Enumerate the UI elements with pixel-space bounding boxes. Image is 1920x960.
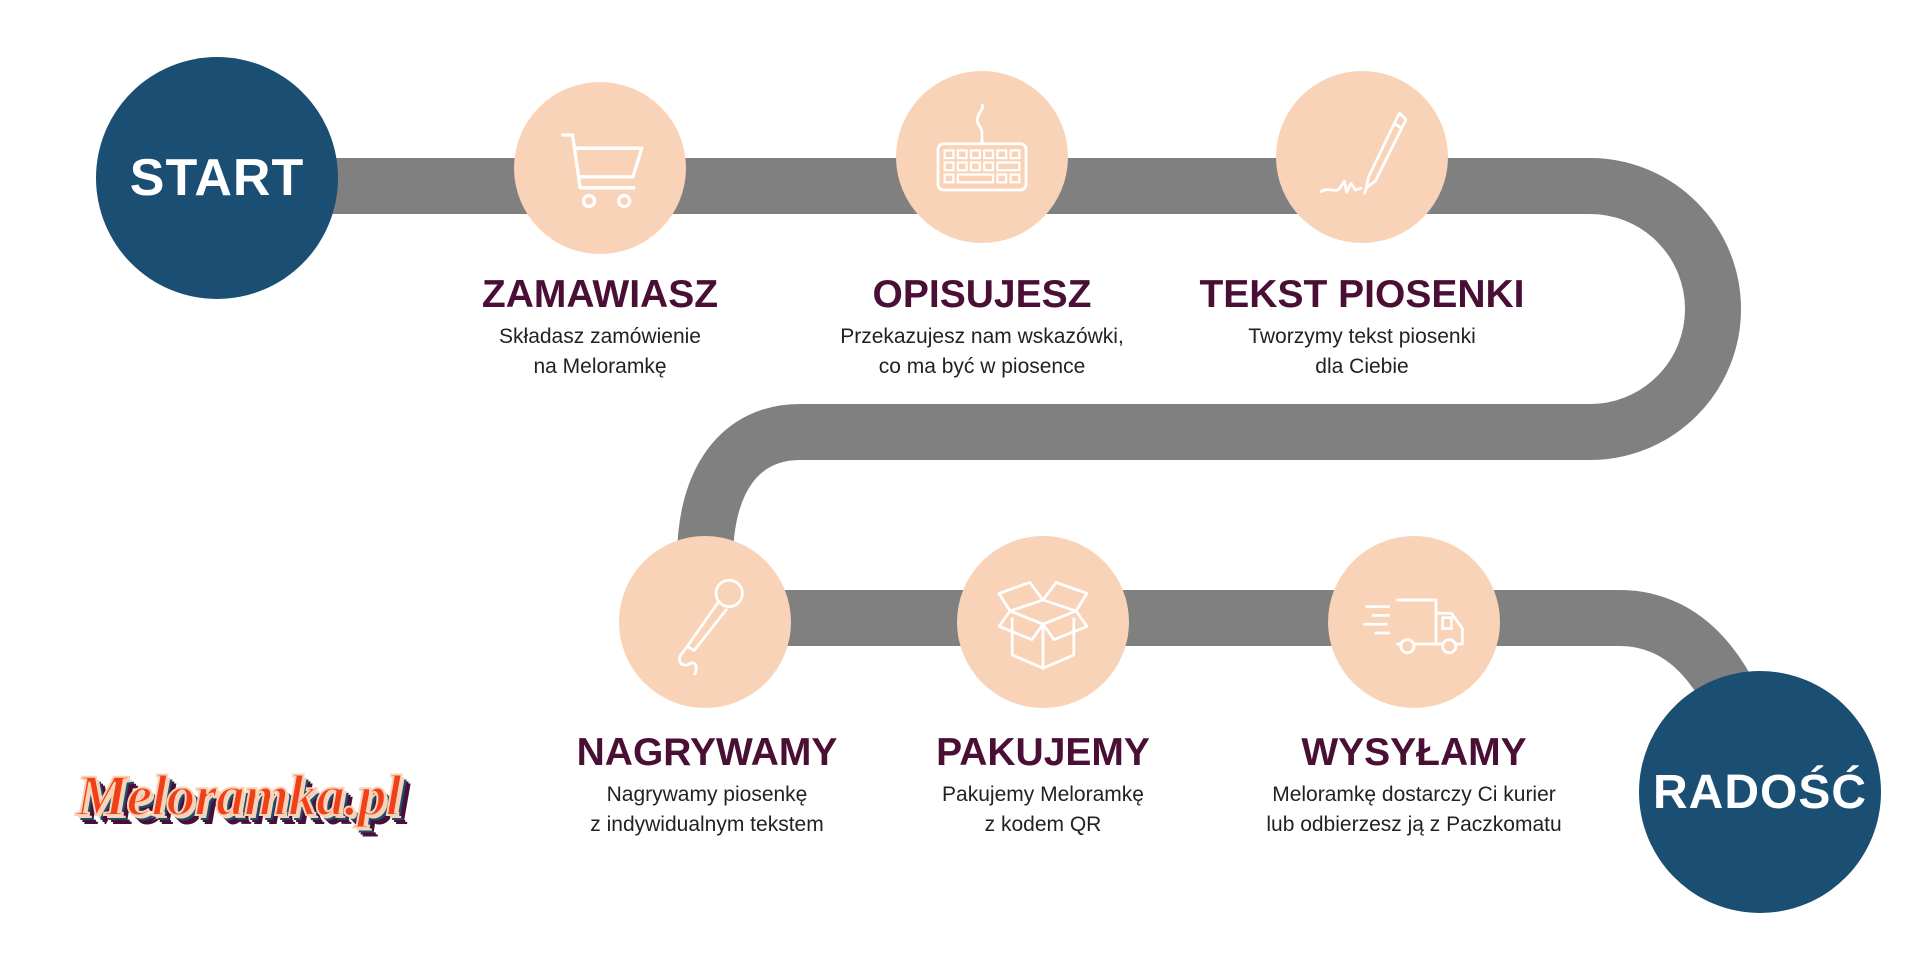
step-desc-line: Składasz zamówienie xyxy=(499,325,701,348)
step-desc-line: Meloramkę dostarczy Ci kurier xyxy=(1272,783,1556,806)
step-desc-line: na Meloramkę xyxy=(533,355,667,378)
step-lyrics: TEKST PIOSENKI Tworzymy tekst piosenki d… xyxy=(1152,272,1572,382)
step-circle-order xyxy=(514,82,686,254)
step-desc-line: Nagrywamy piosenkę xyxy=(606,783,808,806)
step-desc-line: lub odbierzesz ją z Paczkomatu xyxy=(1266,813,1562,836)
box-icon xyxy=(997,581,1089,670)
start-circle: START xyxy=(96,57,338,299)
step-order: ZAMAWIASZ Składasz zamówienie na Meloram… xyxy=(390,272,810,382)
step-circle-lyrics xyxy=(1276,71,1448,243)
step-circle-pack xyxy=(957,536,1129,708)
step-desc-line: dla Ciebie xyxy=(1315,355,1409,378)
keyboard-icon xyxy=(936,103,1028,192)
microphone-icon xyxy=(678,578,744,676)
start-label: START xyxy=(129,149,305,207)
step-pack: PAKUJEMY Pakujemy Meloramkę z kodem QR xyxy=(833,730,1253,840)
pen-icon xyxy=(1319,111,1408,195)
end-label: RADOŚĆ xyxy=(1652,765,1867,819)
step-title: PAKUJEMY xyxy=(936,731,1150,774)
logo: Meloramka.pl xyxy=(75,762,403,829)
step-record: NAGRYWAMY Nagrywamy piosenkę z indywidua… xyxy=(497,730,917,840)
step-ship: WYSYŁAMY Meloramkę dostarczy Ci kurier l… xyxy=(1204,730,1624,840)
cart-icon xyxy=(561,133,644,209)
step-desc-line: z indywidualnym tekstem xyxy=(590,813,824,836)
step-describe: OPISUJESZ Przekazujesz nam wskazówki, co… xyxy=(772,272,1192,382)
truck-icon xyxy=(1363,598,1464,655)
step-desc-line: Pakujemy Meloramkę xyxy=(942,783,1144,806)
step-title: NAGRYWAMY xyxy=(576,731,838,774)
step-desc-line: Przekazujesz nam wskazówki, xyxy=(840,325,1124,348)
step-circle-describe xyxy=(896,71,1068,243)
end-circle: RADOŚĆ xyxy=(1639,671,1881,913)
step-title: ZAMAWIASZ xyxy=(481,273,719,316)
step-title: OPISUJESZ xyxy=(872,273,1092,316)
step-title: WYSYŁAMY xyxy=(1301,731,1527,774)
step-desc-line: Tworzymy tekst piosenki xyxy=(1248,325,1476,348)
step-desc-line: z kodem QR xyxy=(984,813,1102,836)
step-circle-ship xyxy=(1328,536,1500,708)
step-circle-record xyxy=(619,536,791,708)
step-title: TEKST PIOSENKI xyxy=(1199,273,1525,316)
step-desc-line: co ma być w piosence xyxy=(878,355,1086,378)
